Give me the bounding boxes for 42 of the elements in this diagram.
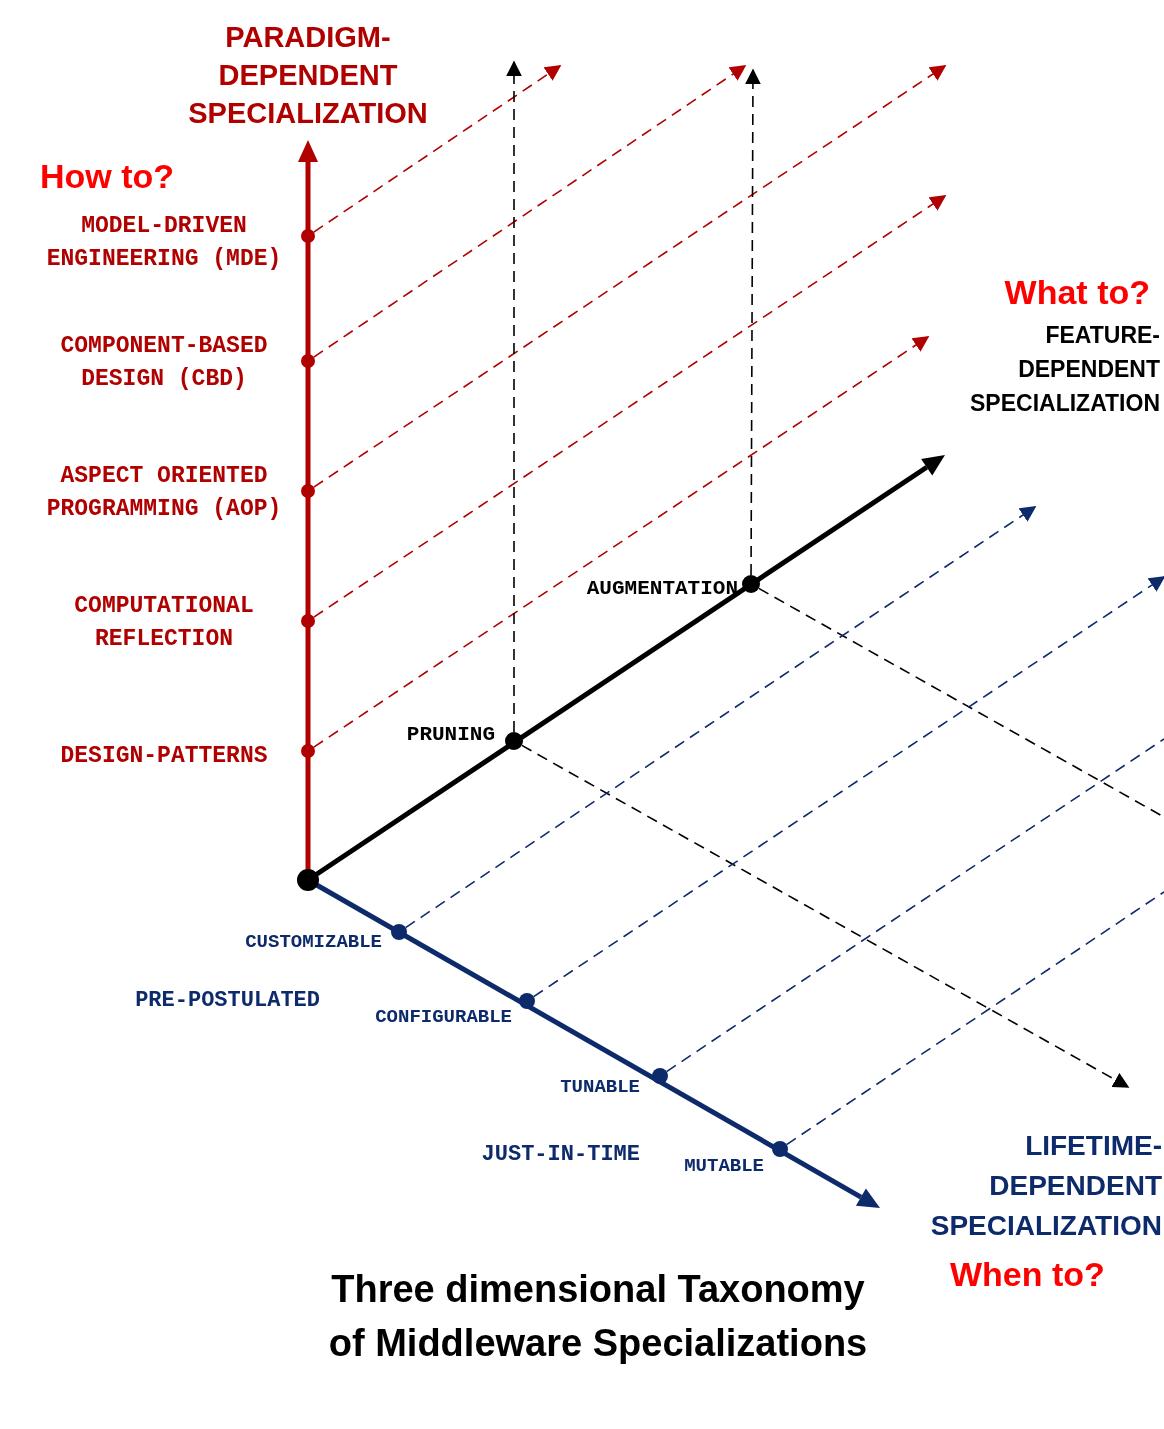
axis-title: PARADIGM- DEPENDENT SPECIALIZATION: [187, 20, 429, 131]
point-label: MODEL-DRIVEN ENGINEERING (MDE): [45, 212, 283, 275]
point-marker: [301, 354, 315, 368]
dashed-arrow: [521, 744, 1130, 1088]
axis-question: When to?: [950, 1254, 1106, 1294]
dashed-arrow: [744, 68, 761, 576]
axis-title: FEATURE- DEPENDENT SPECIALIZATION: [969, 321, 1160, 418]
point-marker: [519, 993, 535, 1009]
axis-title: LIFETIME- DEPENDENT SPECIALIZATION: [929, 1129, 1162, 1243]
point-marker: [652, 1068, 668, 1084]
group-label: PRE-POSTULATED: [134, 988, 320, 1014]
dashed-arrow: [506, 60, 522, 733]
dashed-arrow: [404, 506, 1037, 929]
dashed-arrow: [313, 195, 947, 618]
point-label: COMPONENT-BASED DESIGN (CBD): [59, 332, 269, 395]
point-marker: [301, 614, 315, 628]
point-label: MUTABLE: [683, 1154, 764, 1179]
point-marker: [772, 1141, 788, 1157]
point-marker: [505, 732, 523, 750]
diagram-title: Three dimensional Taxonomy of Middleware Specializations: [327, 1267, 869, 1366]
dashed-arrow: [313, 336, 930, 748]
point-label: COMPUTATIONAL REFLECTION: [73, 592, 255, 655]
dashed-arrow: [532, 576, 1164, 998]
axis-question: What to?: [1003, 272, 1150, 312]
point-label: TUNABLE: [559, 1075, 640, 1100]
point-marker: [742, 575, 760, 593]
dashed-arrow: [313, 65, 747, 358]
point-label: DESIGN-PATTERNS: [59, 742, 269, 771]
axis-question: How to?: [40, 156, 176, 196]
point-label: ASPECT ORIENTED PROGRAMMING (AOP): [45, 462, 283, 525]
dashed-arrow: [313, 65, 562, 233]
point-label: CUSTOMIZABLE: [244, 930, 382, 955]
point-marker: [391, 924, 407, 940]
point-label: PRUNING: [405, 722, 495, 748]
point-marker: [301, 744, 315, 758]
point-marker: [297, 869, 319, 891]
point-marker: [301, 229, 315, 243]
dashed-arrow: [313, 65, 947, 488]
point-label: AUGMENTATION: [585, 576, 738, 602]
group-label: JUST-IN-TIME: [480, 1142, 640, 1168]
point-marker: [301, 484, 315, 498]
point-label: CONFIGURABLE: [374, 1005, 512, 1030]
